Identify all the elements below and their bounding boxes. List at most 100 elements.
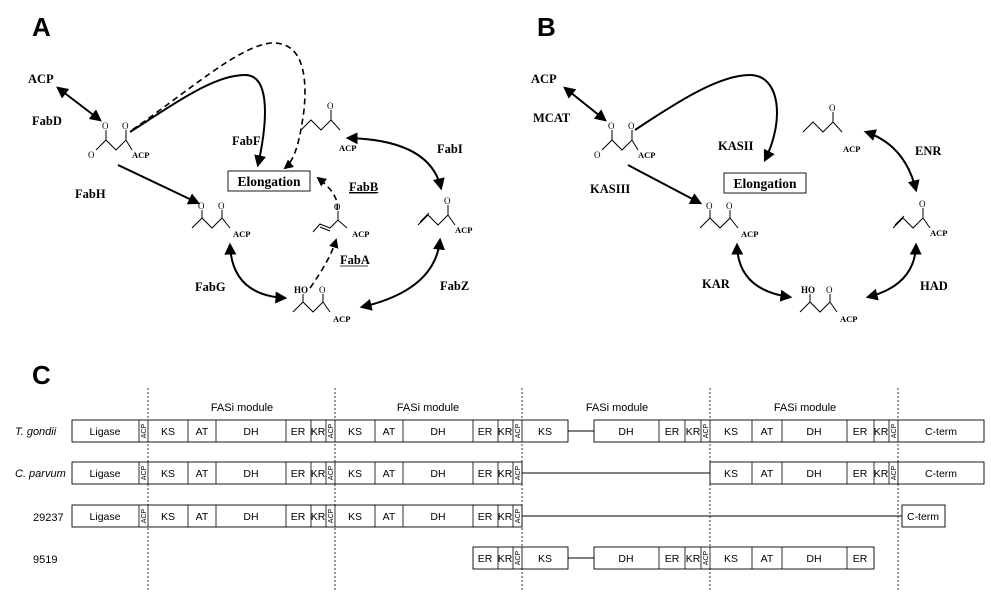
organism-label: C. parvum bbox=[15, 468, 66, 480]
domain-kr: KR bbox=[311, 511, 326, 523]
enzyme-fabh: FabH bbox=[75, 187, 106, 201]
domain-dh: DH bbox=[243, 426, 258, 438]
domain-at: AT bbox=[761, 553, 774, 565]
acetoacetyl-acp-b: O O ACP bbox=[699, 201, 758, 239]
domain-dh: DH bbox=[806, 426, 821, 438]
enzyme-fabg: FabG bbox=[195, 280, 226, 294]
cis-enoyl-acp-a: O ACP bbox=[312, 202, 369, 239]
domain-acp: ACP bbox=[891, 423, 898, 438]
enoyl-acp-a: O ACP bbox=[417, 196, 472, 235]
domain-cterm: C-term bbox=[925, 426, 957, 438]
domain-ligase: Ligase bbox=[90, 511, 121, 523]
organism-label: T. gondii bbox=[15, 426, 57, 438]
domain-ks: KS bbox=[538, 553, 552, 565]
fabh-arrow bbox=[117, 164, 201, 205]
panel-c: C FASi module FASi module FASi module FA… bbox=[15, 360, 985, 592]
domain-ks: KS bbox=[348, 468, 362, 480]
panel-c-letter: C bbox=[32, 360, 51, 390]
enzyme-fabz: FabZ bbox=[440, 279, 469, 293]
domain-acp: ACP bbox=[515, 550, 522, 565]
domain-dh: DH bbox=[243, 468, 258, 480]
panel-a: A ACP FabD O O O ACP FabH O O ACP FabG bbox=[28, 12, 472, 324]
domain-er: ER bbox=[853, 553, 868, 565]
atom-o: O bbox=[198, 201, 205, 211]
malonyl-acp-b: O O O ACP bbox=[594, 121, 655, 160]
enzyme-enr: ENR bbox=[915, 144, 942, 158]
kasiii-arrow bbox=[627, 164, 703, 205]
atom-o: O bbox=[829, 103, 836, 113]
domain-kr: KR bbox=[686, 553, 701, 565]
faba-dashed-arrow bbox=[309, 238, 339, 289]
domain-ks: KS bbox=[724, 468, 738, 480]
domain-acp: ACP bbox=[515, 423, 522, 438]
domain-dh: DH bbox=[806, 468, 821, 480]
enzyme-had: HAD bbox=[920, 279, 948, 293]
domain-er: ER bbox=[478, 553, 493, 565]
domain-cterm: C-term bbox=[907, 511, 939, 523]
acp-label-b: ACP bbox=[531, 72, 557, 86]
enzyme-faba: FabA bbox=[340, 253, 370, 267]
acp-suffix: ACP bbox=[843, 144, 860, 154]
domain-kr: KR bbox=[874, 426, 889, 438]
acetoacetyl-acp-a: O O ACP bbox=[191, 201, 250, 239]
enzyme-fabf: FabF bbox=[232, 134, 261, 148]
acp-suffix: ACP bbox=[455, 225, 472, 235]
domain-kr: KR bbox=[311, 426, 326, 438]
domain-row-tgondii: Ligase ACP KS AT DH ER KR ACP KS AT DH E… bbox=[71, 419, 985, 443]
domain-dh: DH bbox=[618, 426, 633, 438]
module-label: FASi module bbox=[774, 402, 836, 414]
atom-o: O bbox=[319, 285, 326, 295]
domain-at: AT bbox=[196, 468, 209, 480]
kar-arrow bbox=[731, 242, 793, 302]
domain-ks: KS bbox=[724, 553, 738, 565]
domain-row-9519: ER KR ACP KS DH ER KR ACP KS AT DH ER bbox=[472, 546, 875, 570]
atom-o: O bbox=[726, 201, 733, 211]
domain-ks: KS bbox=[348, 426, 362, 438]
domain-er: ER bbox=[478, 468, 493, 480]
had-arrow bbox=[865, 242, 922, 301]
mcat-arrow bbox=[563, 86, 607, 122]
domain-kr: KR bbox=[498, 553, 513, 565]
acp-suffix: ACP bbox=[840, 314, 857, 324]
atom-o: O bbox=[88, 150, 95, 160]
domain-acp: ACP bbox=[141, 508, 148, 523]
domain-er: ER bbox=[665, 426, 680, 438]
acyl-acp-a: O ACP bbox=[300, 101, 356, 153]
domain-ks: KS bbox=[161, 468, 175, 480]
enzyme-kasii: KASII bbox=[718, 139, 754, 153]
domain-acp: ACP bbox=[328, 423, 335, 438]
domain-acp: ACP bbox=[515, 465, 522, 480]
fabb-dashed-arrow bbox=[131, 42, 306, 170]
enzyme-kar: KAR bbox=[702, 277, 731, 291]
domain-at: AT bbox=[383, 426, 396, 438]
domain-dh: DH bbox=[430, 426, 445, 438]
fabg-arrow bbox=[224, 242, 288, 304]
domain-ligase: Ligase bbox=[90, 426, 121, 438]
atom-ho: HO bbox=[294, 285, 308, 295]
domain-dh: DH bbox=[430, 511, 445, 523]
domain-kr: KR bbox=[874, 468, 889, 480]
domain-ligase: Ligase bbox=[90, 468, 121, 480]
enzyme-fabd: FabD bbox=[32, 114, 62, 128]
enzyme-kasiii: KASIII bbox=[590, 182, 630, 196]
atom-o: O bbox=[444, 196, 451, 206]
atom-o: O bbox=[628, 121, 635, 131]
acp-suffix: ACP bbox=[233, 229, 250, 239]
domain-ks: KS bbox=[161, 426, 175, 438]
domain-ks: KS bbox=[538, 426, 552, 438]
atom-o: O bbox=[327, 101, 334, 111]
domain-at: AT bbox=[196, 426, 209, 438]
fabz-arrow bbox=[359, 237, 446, 311]
domain-at: AT bbox=[196, 511, 209, 523]
atom-o: O bbox=[102, 121, 109, 131]
domain-row-29237: Ligase ACP KS AT DH ER KR ACP KS AT DH E… bbox=[71, 504, 946, 528]
domain-er: ER bbox=[478, 426, 493, 438]
fabi-arrow bbox=[345, 132, 445, 191]
domain-er: ER bbox=[853, 426, 868, 438]
domain-kr: KR bbox=[498, 468, 513, 480]
hydroxyacyl-acp-b: HO O ACP bbox=[799, 285, 857, 324]
acp-label-a: ACP bbox=[28, 72, 54, 86]
acp-suffix: ACP bbox=[333, 314, 350, 324]
domain-cterm: C-term bbox=[925, 468, 957, 480]
